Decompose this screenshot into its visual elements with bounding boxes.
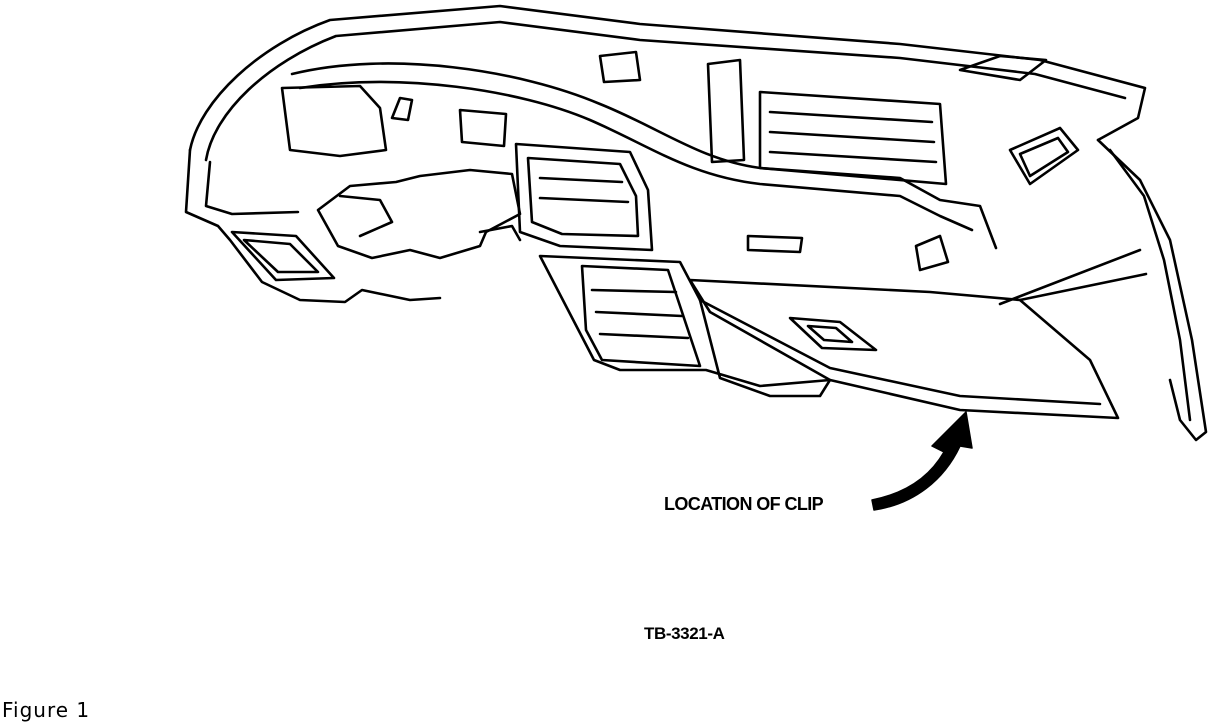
- cluster-opening: [280, 84, 388, 158]
- left-duct: [230, 230, 336, 282]
- dashboard-top-contour: [188, 4, 1147, 152]
- defroster-slot: [958, 54, 1048, 82]
- glove-box-door-edge: [698, 298, 1102, 406]
- dashboard-crash-pad: [290, 62, 998, 250]
- side-pad: [746, 234, 804, 254]
- dashboard-top-inner-contour: [204, 20, 1127, 162]
- dashboard-left-wall: [184, 148, 442, 304]
- lower-console: [538, 254, 832, 398]
- lower-console-vent: [580, 264, 702, 368]
- cluster-opening-inner: [390, 96, 508, 148]
- support-bracket: [598, 50, 746, 164]
- glove-box-door: [688, 278, 1120, 420]
- knee-bolster-line: [998, 248, 1148, 306]
- dashboard-crash-pad-lower: [298, 80, 974, 232]
- dashboard-left-wall-inner: [204, 160, 300, 216]
- steering-bracket-detail: [338, 194, 522, 242]
- center-stack-inner: [526, 156, 640, 238]
- right-end-panel-inner: [1108, 148, 1192, 422]
- figure-caption: Figure 1: [2, 698, 91, 722]
- left-duct-inner: [242, 238, 320, 274]
- center-stack-slot: [538, 176, 630, 204]
- right-vent-inner: [1018, 136, 1070, 178]
- airbag-opening: [758, 90, 948, 186]
- clip-location-label: LOCATION OF CLIP: [664, 494, 824, 514]
- curved-arrow-icon: [871, 411, 973, 511]
- right-end-panel: [1096, 138, 1208, 442]
- lower-console-vent-lines: [590, 288, 690, 340]
- right-vent: [1008, 126, 1080, 186]
- airbag-opening-lines: [768, 110, 938, 164]
- part-number-label: TB-3321-A: [644, 624, 725, 643]
- glove-box-handle: [788, 316, 878, 352]
- steering-bracket: [316, 168, 522, 260]
- side-pad-small: [914, 234, 950, 272]
- center-stack: [514, 142, 654, 252]
